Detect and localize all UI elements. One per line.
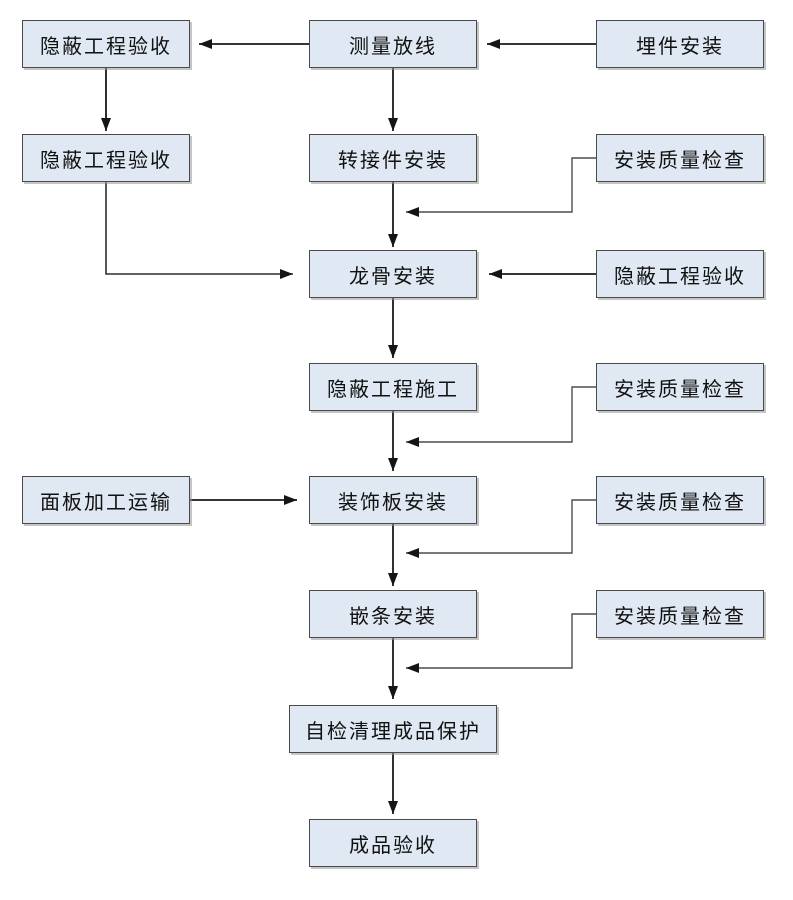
flow-node-selfcheck-protect: 自检清理成品保护 (289, 705, 497, 753)
edge-quality2-to-flow (406, 386, 596, 447)
flow-node-embed-install: 埋件安装 (596, 20, 764, 68)
flow-node-quality-check-2: 安装质量检查 (596, 363, 764, 411)
flow-node-hidden-acceptance-1: 隐蔽工程验收 (22, 20, 190, 68)
flow-node-adapter-install: 转接件安装 (309, 134, 477, 182)
flow-node-hidden-acceptance-3: 隐蔽工程验收 (596, 250, 764, 298)
flow-node-deco-panel-install: 装饰板安装 (309, 476, 477, 524)
flow-node-hidden-construction: 隐蔽工程施工 (309, 363, 477, 411)
edge-quality4-to-flow (406, 613, 596, 673)
flow-node-quality-check-1: 安装质量检查 (596, 134, 764, 182)
edge-quality3-to-flow (406, 499, 596, 558)
flow-node-quality-check-4: 安装质量检查 (596, 590, 764, 638)
flow-node-quality-check-3: 安装质量检查 (596, 476, 764, 524)
flow-node-trim-install: 嵌条安装 (309, 590, 477, 638)
flow-node-keel-install: 龙骨安装 (309, 250, 477, 298)
flow-node-panel-transport: 面板加工运输 (22, 476, 190, 524)
flow-node-hidden-acceptance-2: 隐蔽工程验收 (22, 134, 190, 182)
edge-quality1-to-flow (406, 157, 596, 217)
flow-node-measure-setout: 测量放线 (309, 20, 477, 68)
edge-hidden2-to-keel (105, 182, 293, 279)
flow-node-final-acceptance: 成品验收 (309, 819, 477, 867)
